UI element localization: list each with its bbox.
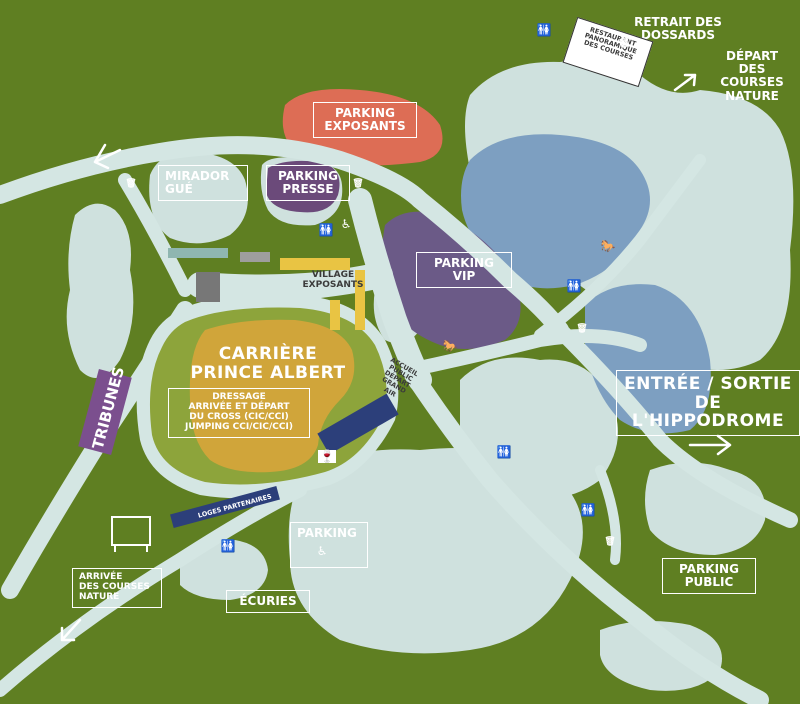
- label-mirador: Mirador gué: [158, 165, 248, 202]
- trash-bin-icon: 🗑: [576, 324, 588, 334]
- stall: [355, 270, 365, 330]
- toilets-icon: 🚻: [318, 223, 334, 237]
- wine-glass-icon: 🍷: [318, 449, 336, 464]
- label-retrait-dossards: Retrait des dossards: [634, 15, 722, 43]
- navy-banner: [317, 393, 399, 455]
- toilets-icon: 🚻: [220, 539, 236, 553]
- label-arrivee-courses: Arrivée des courses nature: [72, 568, 162, 608]
- trash-bin-icon: 🗑: [125, 179, 137, 189]
- label-parking-public: Parking public: [662, 558, 756, 595]
- horse-icon: 🐎: [600, 239, 616, 253]
- arrow-icon: [673, 73, 697, 92]
- parking-public-top-shape: [461, 134, 650, 289]
- label-carriere: Carrière Prince Albert: [190, 344, 346, 383]
- tribunes-shape: [78, 368, 132, 456]
- trees-center-right: [460, 357, 618, 498]
- road-to-parking-public: [595, 465, 621, 565]
- trees-left: [66, 203, 134, 378]
- toilets-icon: 🚻: [566, 279, 582, 293]
- arrow-icon: [60, 618, 82, 642]
- label-depart-courses: Départ des courses nature: [720, 49, 784, 103]
- road-diag-right-down: [552, 322, 798, 528]
- label-parking-presse: Parking presse: [266, 165, 350, 202]
- trash-bin-icon: 🗑: [604, 537, 616, 547]
- screen-frame: [111, 516, 151, 546]
- stall: [280, 258, 350, 270]
- road-bottom-left: [0, 483, 307, 697]
- screen-icon: [111, 516, 151, 552]
- label-village-exposants: Village exposants: [302, 270, 364, 290]
- parking-presse-shape: [266, 160, 340, 213]
- toilets-icon: 🚻: [536, 23, 552, 37]
- road-center-down: [401, 361, 769, 704]
- stall: [168, 248, 228, 258]
- stall: [196, 272, 220, 302]
- label-entree-sortie: Entrée / Sortie de l'hippodrome: [616, 370, 800, 437]
- toilets-icon: 🚻: [496, 445, 512, 459]
- horse-icon: 🐎: [442, 339, 458, 353]
- trees-bottom-right: [600, 621, 722, 691]
- arrow-icon: [93, 143, 122, 170]
- label-parking-exposants: Parking exposants: [313, 102, 417, 139]
- wheelchair-icon: ♿: [340, 217, 352, 231]
- road-loop-left: [118, 173, 192, 297]
- road-vertical-center: [348, 188, 432, 392]
- trash-bin-icon: 🗑: [618, 39, 630, 49]
- stall: [240, 252, 270, 262]
- arrows: [60, 73, 732, 642]
- label-ecuries: Écuries: [226, 590, 310, 614]
- village-stalls: [168, 248, 365, 330]
- road-diag-up-right: [534, 154, 706, 341]
- label-dressage: Dressage arrivée et départ du cross (CIC…: [168, 388, 310, 438]
- loges-banner: [170, 486, 280, 528]
- trees-mirador: [149, 151, 248, 244]
- trash-bin-icon: 🗑: [352, 179, 364, 189]
- road-mid-horizontal: [403, 329, 647, 377]
- wheelchair-icon: ♿: [316, 544, 328, 558]
- label-parking-vip: Parking VIP: [416, 252, 512, 289]
- label-parking-center: Parking: [290, 522, 368, 568]
- arrow-icon: [688, 434, 732, 456]
- toilets-icon: 🚻: [580, 503, 596, 517]
- trees-ecuries: [180, 539, 268, 600]
- road-top-arc: [0, 136, 569, 339]
- screen-legs: [114, 545, 148, 552]
- arena-sand: [189, 319, 355, 473]
- stall: [330, 300, 340, 330]
